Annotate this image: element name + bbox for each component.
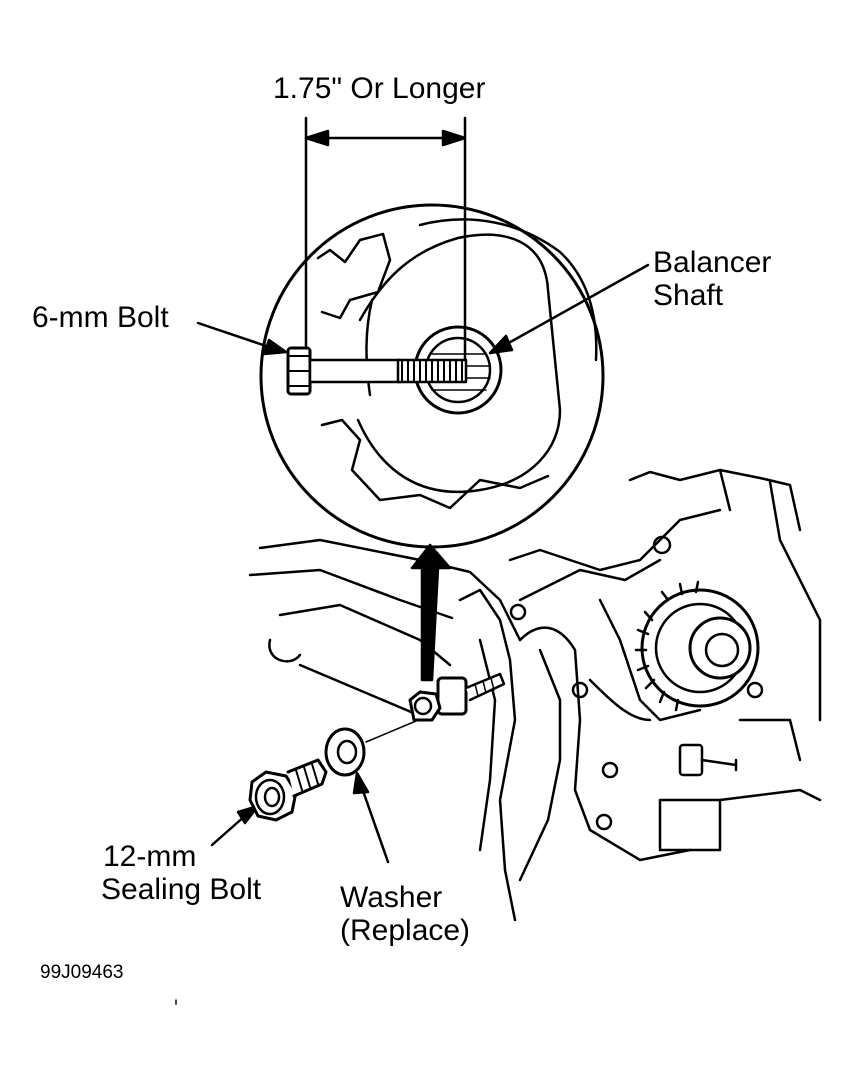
washer-label-line2: (Replace) bbox=[340, 914, 471, 947]
dimension-marker bbox=[304, 116, 467, 362]
dimension-label: 1.75" Or Longer bbox=[273, 72, 486, 105]
leader-washer bbox=[352, 771, 390, 864]
detail-view bbox=[259, 203, 605, 549]
leader-balancer-shaft bbox=[488, 263, 650, 355]
sealing-bolt bbox=[248, 758, 328, 822]
balancer-shaft-label-line2: Shaft bbox=[653, 279, 724, 312]
engine-block bbox=[248, 468, 822, 922]
washer bbox=[324, 727, 366, 777]
six-mm-bolt-label: 6-mm Bolt bbox=[32, 301, 169, 334]
washer-label-line1: Washer bbox=[340, 881, 443, 914]
lift-arrow bbox=[410, 543, 452, 682]
sealing-bolt-label-line2: Sealing Bolt bbox=[101, 873, 262, 906]
leader-sealing-bolt bbox=[210, 804, 260, 847]
sealing-bolt-label-line1: 12-mm bbox=[103, 840, 197, 873]
leader-six-mm-bolt bbox=[196, 321, 288, 356]
figure-code: 99J09463 bbox=[40, 962, 124, 983]
balancer-shaft-label-line1: Balancer bbox=[653, 246, 772, 279]
